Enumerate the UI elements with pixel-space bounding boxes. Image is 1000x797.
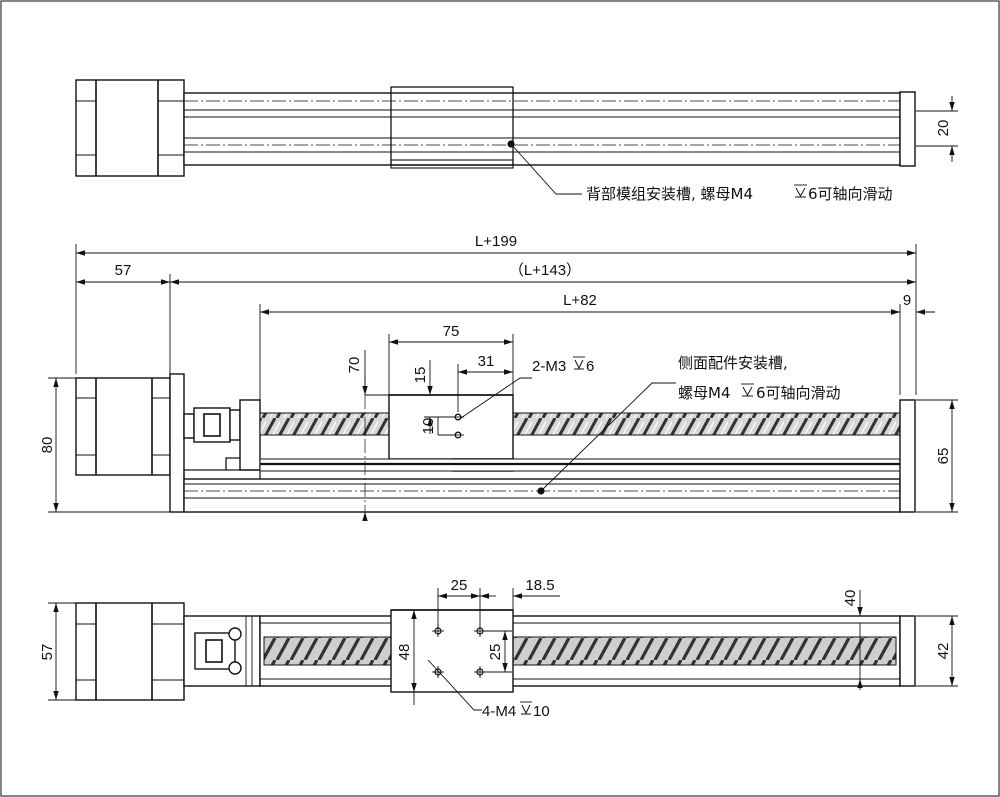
dim-18-5: 18.5 <box>525 577 554 594</box>
side-rail <box>183 399 916 513</box>
side-note-line1: 侧面配件安装槽, <box>678 354 788 372</box>
dim-hole-spacing: 10 <box>420 418 437 435</box>
top-note-depth: 6可轴向滑动 <box>808 185 893 203</box>
top-view: 背部模组安装槽, 螺母M4 6可轴向滑动 20 <box>75 79 958 203</box>
top-dim-20: 20 <box>935 120 952 137</box>
side-note-line2-depth: 6可轴向滑动 <box>756 384 841 402</box>
bottom-hole-depth: 10 <box>533 703 550 720</box>
dim-height-65: 65 <box>935 448 952 465</box>
depth-symbol-icon <box>794 184 807 198</box>
bottom-rail <box>259 615 916 687</box>
dim-hole-offset: 31 <box>478 353 495 370</box>
hole-label: 2-M3 <box>532 358 566 375</box>
hole-depth: 6 <box>586 358 594 375</box>
depth-symbol-icon <box>520 701 532 715</box>
dim-42: 42 <box>935 643 952 660</box>
side-motor <box>75 373 185 513</box>
bottom-view: 25 18.5 25 48 40 42 57 4-M4 <box>39 577 958 720</box>
dim-48: 48 <box>396 644 413 661</box>
bottom-motor <box>75 602 185 701</box>
dim-stroke: L+82 <box>563 292 597 309</box>
dim-25-top: 25 <box>451 577 468 594</box>
side-view: L+199 57 （L+143） L+82 9 <box>39 233 958 521</box>
dim-total: L+199 <box>475 233 517 250</box>
bottom-hole-label: 4-M4 <box>482 703 516 720</box>
dim-height-80: 80 <box>39 437 56 454</box>
bottom-coupling <box>183 615 261 687</box>
dim-40: 40 <box>842 590 859 607</box>
dim-carriage-width: 75 <box>443 323 460 340</box>
depth-symbol-icon <box>573 356 585 370</box>
top-motor <box>75 79 185 177</box>
dim-body: （L+143） <box>509 262 581 279</box>
dim-height-70: 70 <box>346 357 363 374</box>
top-note-text: 背部模组安装槽, 螺母M4 <box>586 185 753 203</box>
side-note-line2: 螺母M4 <box>678 384 731 402</box>
side-coupling <box>183 399 261 481</box>
lead-screw <box>259 412 901 436</box>
depth-symbol-icon <box>741 383 754 397</box>
dim-25-side: 25 <box>487 644 504 661</box>
dim-motor: 57 <box>115 262 132 279</box>
top-rail <box>183 86 916 169</box>
dim-hole-top: 15 <box>412 367 429 384</box>
dim-end: 9 <box>903 292 911 309</box>
dim-57: 57 <box>39 644 56 661</box>
